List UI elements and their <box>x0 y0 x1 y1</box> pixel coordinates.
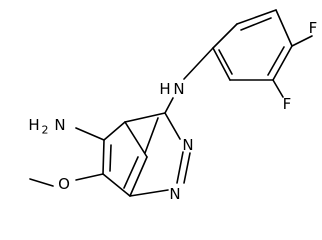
bond <box>240 17 272 31</box>
quinazoline-core <box>102 112 191 197</box>
bond <box>164 112 181 140</box>
bond <box>272 45 293 81</box>
methoxy-substituent <box>29 173 104 187</box>
atom-label-amine-subscript: 2 <box>42 124 49 137</box>
bond <box>267 46 285 76</box>
bond <box>144 117 159 154</box>
bond <box>124 112 166 123</box>
nh-linker <box>164 47 214 114</box>
bond <box>102 173 131 197</box>
bond <box>75 173 104 181</box>
bond <box>129 189 169 197</box>
atom-label-ring-nitrogen-lower: N <box>169 185 180 203</box>
atom-label-amine-hydrogen: H <box>28 116 39 134</box>
atom-label-fluorine-top: F <box>309 19 318 37</box>
bond <box>102 139 105 175</box>
bond <box>212 47 231 81</box>
atom-label-oxygen: O <box>58 175 70 193</box>
bond <box>123 156 139 189</box>
bond <box>183 47 214 80</box>
bond <box>176 151 184 184</box>
bond <box>183 152 191 184</box>
atom-label-amine-nitrogen: N <box>54 116 65 134</box>
difluorophenyl-ring <box>212 9 313 98</box>
atom-label-nh-nitrogen: N <box>173 80 184 98</box>
structure-svg: F F N H H 2 N O N N <box>28 9 318 203</box>
bond <box>75 127 105 141</box>
amino-substituent <box>75 127 105 141</box>
bond <box>124 121 148 158</box>
bond <box>275 9 293 47</box>
bond <box>129 156 148 197</box>
bond <box>272 79 284 98</box>
atom-label-ring-nitrogen-upper: N <box>182 136 193 154</box>
bond <box>291 35 313 47</box>
bond <box>29 178 54 187</box>
bond <box>212 23 238 49</box>
bond <box>218 49 233 75</box>
atom-label-nh-hydrogen: H <box>159 80 170 98</box>
bond <box>109 144 112 172</box>
bond <box>236 9 277 25</box>
atom-label-fluorine-right: F <box>283 95 292 113</box>
molecule-structure: F F N H H 2 N O N N <box>28 9 318 203</box>
bond <box>103 121 126 141</box>
bond <box>164 97 174 114</box>
